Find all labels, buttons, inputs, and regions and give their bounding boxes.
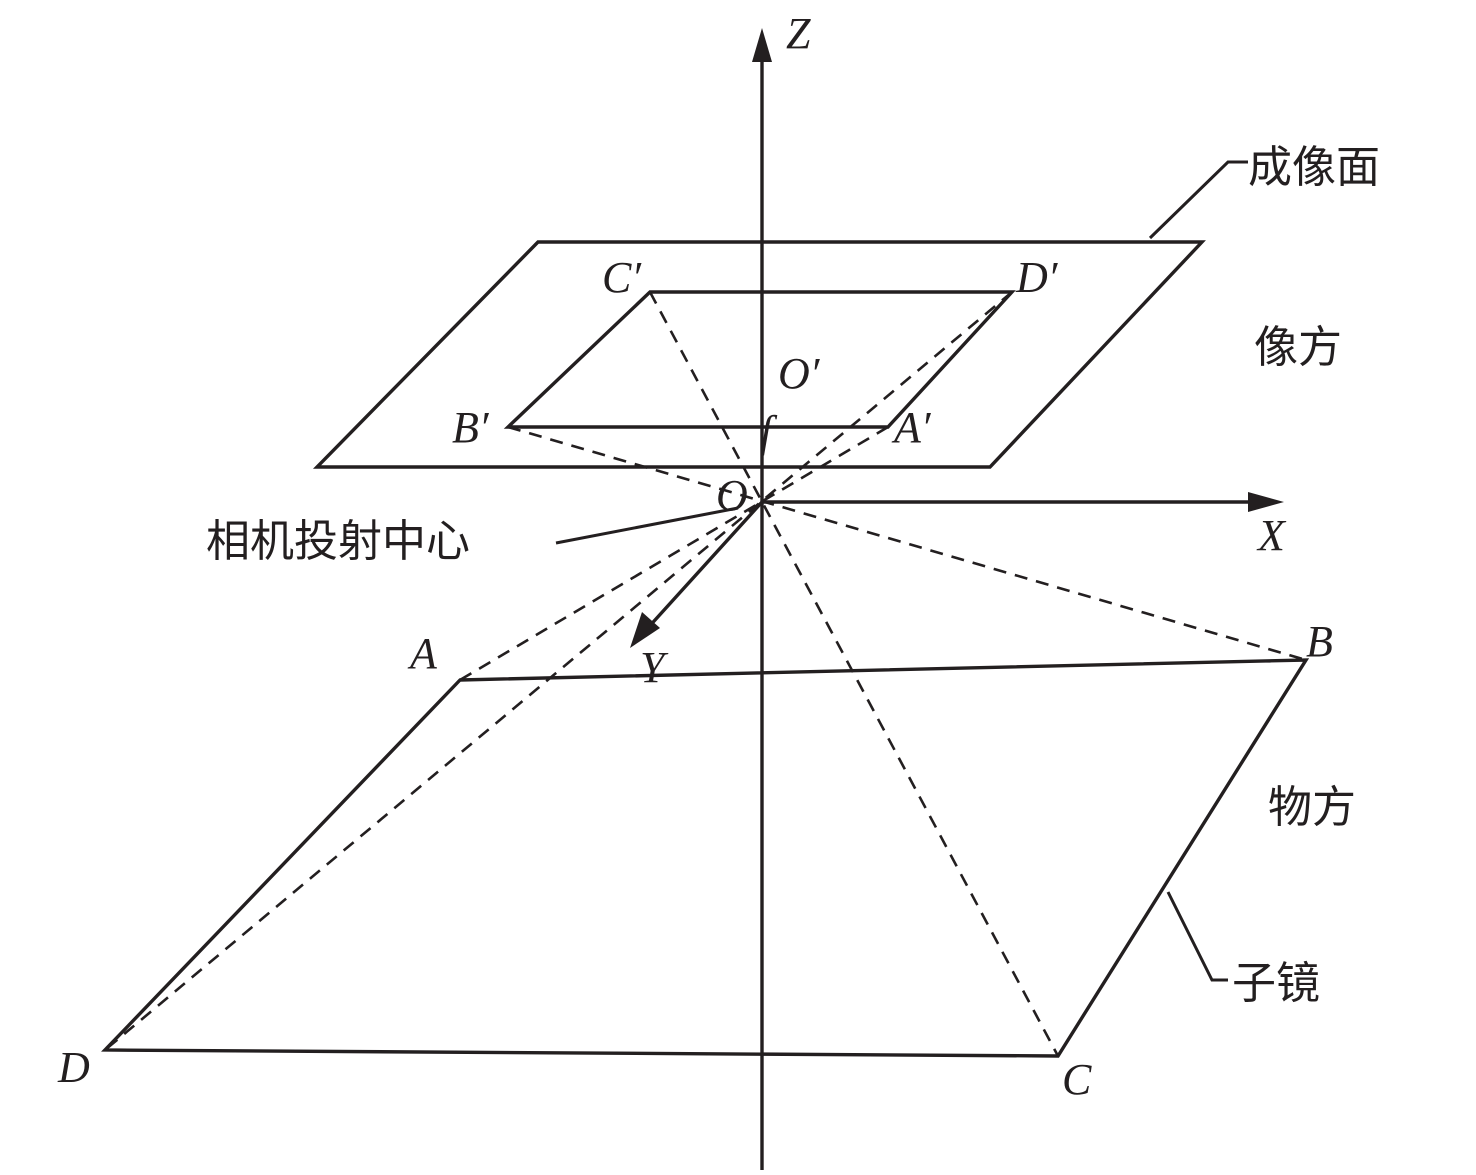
- projection-center-label: 相机投射中心: [206, 516, 470, 567]
- z-axis-label: Z: [786, 9, 811, 58]
- y-axis-arrowhead: [630, 612, 660, 648]
- object-point-d-label: D: [57, 1043, 90, 1092]
- image-plane: [312, 240, 1206, 469]
- x-axis-arrowhead: [1248, 492, 1284, 512]
- object-point-b-label: B: [1306, 617, 1333, 666]
- image-point-a-label: A′: [891, 403, 932, 452]
- object-point-a-label: A: [407, 629, 438, 678]
- image-point-c-label: C′: [602, 253, 642, 302]
- image-space-label: 像方: [1254, 322, 1342, 373]
- object-rectangle: [101, 658, 1310, 1058]
- focal-length-label: f: [760, 407, 778, 456]
- ray-b: [507, 425, 1307, 662]
- image-point-d-label: D′: [1015, 253, 1059, 302]
- x-axis-label: X: [1256, 511, 1287, 560]
- ray-a: [459, 425, 889, 682]
- image-point-b-label: B′: [452, 403, 490, 452]
- y-axis: [644, 500, 764, 632]
- object-point-c-label: C: [1062, 1055, 1092, 1104]
- leader-image-plane: [1148, 160, 1248, 240]
- object-space-label: 物方: [1268, 782, 1356, 833]
- z-axis-arrowhead: [752, 28, 772, 62]
- principal-point-label: O′: [778, 349, 821, 398]
- sub-mirror-label: 子镜: [1232, 958, 1320, 1009]
- leader-projection-center: [555, 506, 739, 545]
- image-plane-label: 成像面: [1248, 142, 1380, 193]
- ray-c: [648, 291, 1060, 1057]
- origin-label: O: [716, 471, 748, 520]
- y-axis-label: Y: [640, 643, 669, 692]
- leader-sub-mirror: [1166, 891, 1228, 982]
